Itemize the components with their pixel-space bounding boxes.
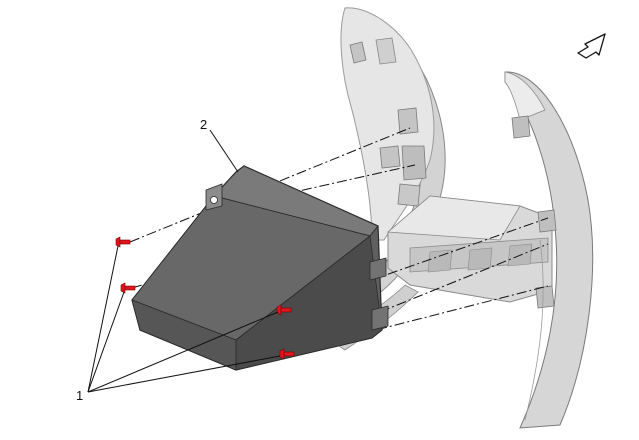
- callout-label-1: 1: [76, 388, 83, 403]
- right-trim-panel: [504, 71, 594, 429]
- leader-lines: [87, 129, 281, 393]
- callout-label-2: 2: [200, 117, 207, 132]
- fastener-1d: [279, 348, 295, 360]
- front-direction-arrow-icon: [577, 33, 606, 59]
- air-duct: [131, 165, 389, 371]
- console-housing: [329, 195, 553, 351]
- fastener-1a: [115, 236, 131, 248]
- fastener-1b: [120, 282, 136, 294]
